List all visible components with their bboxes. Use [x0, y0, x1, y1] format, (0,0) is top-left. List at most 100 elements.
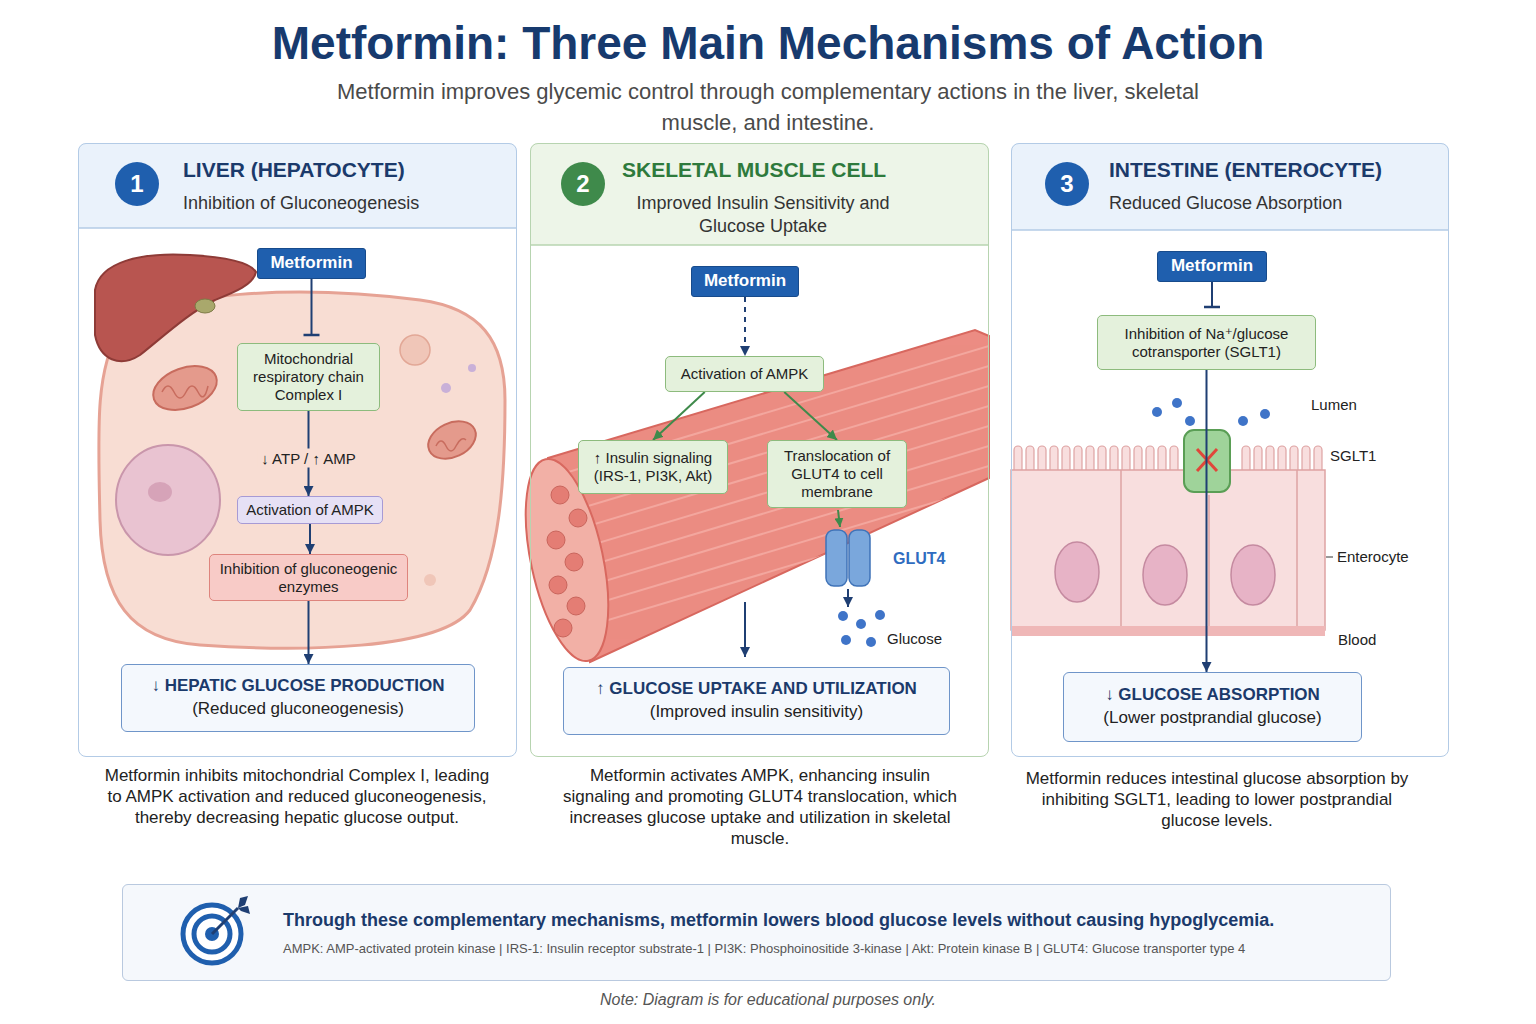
hepatocyte-illustration [424, 574, 436, 586]
panel-description: Metformin activates AMPK, enhancing insu… [560, 765, 960, 849]
connector-arrow [653, 392, 705, 440]
hepatocyte-illustration [95, 254, 256, 361]
intestine-illustration [1208, 495, 1210, 630]
hepatocyte-illustration [148, 482, 172, 502]
process-box: Inhibition of Na⁺/glucose cotransporter … [1097, 315, 1316, 370]
intestine-illustration [1172, 398, 1182, 408]
panel-title: INTESTINE (ENTEROCYTE) [1109, 158, 1382, 182]
subtitle: Metformin improves glycemic control thro… [298, 76, 1238, 138]
muscle-illustration [548, 506, 989, 638]
hepatocyte-illustration [95, 254, 505, 648]
drug-box: Metformin [1157, 251, 1267, 282]
outcome-box: ↑ GLUCOSE UPTAKE AND UTILIZATION(Improve… [563, 667, 950, 735]
hepatocyte-illustration [99, 292, 505, 648]
muscle-illustration [569, 509, 587, 527]
box-label: ↑ GLUCOSE UPTAKE AND UTILIZATION [570, 678, 943, 701]
step-number-text: 3 [1060, 170, 1073, 198]
glut4-transporter [841, 635, 851, 645]
panel-ground [1011, 143, 1449, 230]
connector-arrow [311, 279, 313, 335]
box-label: Inhibition of Na⁺/glucose cotransporter … [1104, 325, 1309, 361]
drug-box: Metformin [691, 266, 799, 297]
glut4-transporter [838, 611, 848, 621]
panel-title: LIVER (HEPATOCYTE) [183, 158, 405, 182]
intestine-illustration [1326, 556, 1333, 557]
muscle-illustration [548, 406, 989, 538]
connector-arrow [308, 601, 310, 664]
box-sublabel: (Lower postprandial glucose) [1070, 707, 1355, 730]
panel-subtitle: Improved Insulin Sensitivity and Glucose… [623, 192, 903, 238]
panel-ground [78, 143, 517, 757]
box-label: ↑ Insulin signaling (IRS-1, PI3K, Akt) [585, 449, 721, 485]
intestine-illustration [1120, 470, 1122, 630]
intestine-illustration [1185, 416, 1195, 426]
glut4-transporter [875, 610, 885, 620]
process-box: Translocation of GLUT4 to cell membrane [767, 440, 907, 508]
part-label: GLUT4 [893, 550, 945, 568]
intestine-illustration [1014, 446, 1322, 472]
panel-ground [78, 143, 1449, 981]
connector-arrow [309, 524, 311, 554]
part-label: SGLT1 [1330, 447, 1376, 464]
hepatocyte-illustration [400, 335, 430, 365]
process-box: Activation of AMPK [665, 356, 824, 392]
box-label: Mitochondrial respiratory chain Complex … [244, 350, 373, 404]
muscle-illustration [549, 576, 567, 594]
target-icon [183, 896, 250, 963]
muscle-illustration [551, 486, 569, 504]
panel-subtitle: Reduced Glucose Absorption [1109, 192, 1429, 215]
glut4-transporter [849, 530, 870, 586]
panel-subtitle: Inhibition of Gluconeogenesis [183, 192, 503, 215]
intestine-illustration [1260, 409, 1270, 419]
summary-box: Through these complementary mechanisms, … [122, 884, 1391, 981]
glut4-transporter [847, 589, 849, 607]
panel-ground [78, 227, 517, 229]
panel-ground [530, 143, 989, 245]
muscle-illustration [565, 553, 583, 571]
panel-ground [530, 143, 989, 757]
mechanism-panel: SKELETAL MUSCLE CELL Improved Insulin Sen… [530, 143, 989, 757]
abbreviation-list: AMPK: AMP-activated protein kinase | IRS… [283, 941, 1370, 956]
glut4-transporter [744, 602, 746, 657]
step-number: 3 [1045, 162, 1089, 206]
step-number-text: 2 [576, 170, 589, 198]
process-box: Activation of AMPK [237, 496, 383, 524]
process-box: Inhibition of gluconeogenic enzymes [209, 554, 408, 601]
panel-title: SKELETAL MUSCLE CELL [622, 158, 886, 182]
box-label: Activation of AMPK [244, 501, 376, 519]
target-icon [238, 896, 250, 914]
panel-ground [122, 884, 1391, 981]
muscle-illustration [547, 531, 565, 549]
hepatocyte-illustration [147, 358, 223, 418]
glut4-transporter [826, 530, 847, 586]
glut4-transporter [745, 510, 885, 657]
muscle-illustration [567, 597, 585, 615]
target-icon [212, 908, 238, 934]
hepatocyte-illustration [116, 445, 220, 555]
outcome-box: ↓ HEPATIC GLUCOSE PRODUCTION(Reduced glu… [121, 664, 475, 732]
box-sublabel: (Improved insulin sensitivity) [570, 701, 943, 724]
hepatocyte-illustration [162, 386, 208, 398]
panel-ground [530, 244, 989, 246]
part-label: Blood [1338, 631, 1376, 648]
muscle-illustration [548, 426, 989, 558]
muscle-illustration [554, 619, 572, 637]
muscle-illustration [548, 330, 989, 662]
diagram-title: Metformin: Three Main Mechanisms of Acti… [0, 16, 1536, 70]
panel-ground [1011, 229, 1449, 231]
edge-label: ↓ ATP / ↑ AMP [257, 448, 359, 467]
glut4-transporter [856, 619, 866, 629]
panel-description: Metformin inhibits mitochondrial Complex… [102, 765, 492, 828]
muscle-illustration [548, 386, 989, 518]
box-label: Activation of AMPK [672, 365, 817, 383]
intestine-illustration [1143, 545, 1187, 605]
connector-arrow [744, 297, 746, 356]
part-label: Glucose [887, 630, 942, 647]
box-label: Metformin [1164, 256, 1260, 276]
glut4-transporter [838, 510, 840, 527]
drug-box: Metformin [257, 248, 366, 279]
box-sublabel: (Reduced gluconeogenesis) [128, 698, 468, 721]
hepatocyte-illustration [441, 383, 451, 393]
